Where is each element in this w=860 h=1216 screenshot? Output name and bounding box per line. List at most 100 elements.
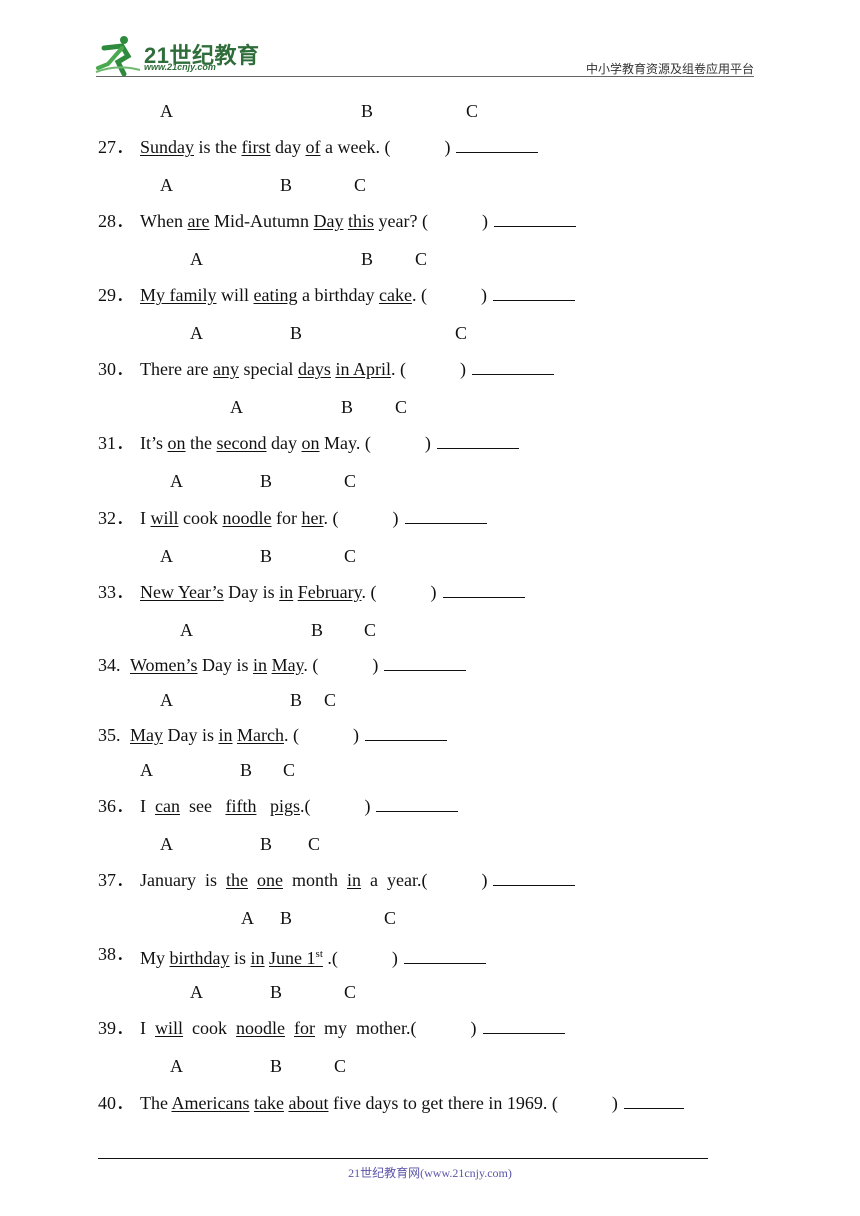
option-b: B <box>260 471 273 491</box>
text-segment: I <box>140 1018 155 1038</box>
option-a: A <box>190 982 203 1002</box>
option-c: C <box>344 471 357 491</box>
text-segment: the <box>185 433 217 453</box>
option-c: C <box>344 546 357 566</box>
text-segment <box>248 870 257 890</box>
underlined-word-a: will <box>150 508 179 528</box>
option-a: A <box>190 323 203 343</box>
question-number: 36． <box>98 796 134 816</box>
question-number: 28． <box>98 211 134 231</box>
underlined-word-b: in <box>253 655 268 675</box>
text-segment: will <box>216 285 254 305</box>
option-b: B <box>341 397 354 417</box>
text-segment: June 1 <box>269 948 316 968</box>
correction-blank[interactable] <box>493 869 576 886</box>
option-b: B <box>361 249 374 269</box>
correction-blank[interactable] <box>384 654 467 671</box>
correction-blank[interactable] <box>623 1092 684 1109</box>
underlined-word-c: about <box>288 1093 329 1113</box>
text-segment: When <box>140 211 188 231</box>
text-segment: The <box>140 1093 172 1113</box>
underlined-word-b: in <box>250 948 265 968</box>
ordinal-suffix: st <box>315 948 323 960</box>
page-header: 21世纪教育 www.21cnjy.com 中小学教育资源及组卷应用平台 <box>0 0 860 80</box>
logo-url: www.21cnjy.com <box>144 62 216 72</box>
text-segment: .( <box>322 948 338 968</box>
correction-blank[interactable] <box>404 507 487 524</box>
option-a: A <box>160 690 173 710</box>
text-segment: Day is <box>163 725 219 745</box>
correction-blank[interactable] <box>403 947 486 964</box>
underlined-word-b: noodle <box>222 508 272 528</box>
option-b: B <box>361 101 374 121</box>
close-paren: ) <box>430 582 437 602</box>
option-c: C <box>344 982 357 1002</box>
close-paren: ) <box>392 508 399 528</box>
correction-blank[interactable] <box>482 1017 565 1034</box>
question-number: 32． <box>98 508 134 528</box>
underlined-word-a: birthday <box>169 948 230 968</box>
text-segment: May. ( <box>319 433 371 453</box>
underlined-word-b: in <box>218 725 233 745</box>
text-segment: see <box>179 796 226 816</box>
correction-blank[interactable] <box>456 136 539 153</box>
underlined-word-c: May <box>271 655 304 675</box>
text-segment: cook <box>178 508 223 528</box>
text-segment: a week. ( <box>320 137 391 157</box>
close-paren: ) <box>391 948 398 968</box>
text-segment <box>285 1018 294 1038</box>
option-c: C <box>364 620 377 640</box>
correction-blank[interactable] <box>492 284 575 301</box>
underlined-word-c: in <box>347 870 362 890</box>
text-segment: Day is <box>197 655 254 675</box>
option-b: B <box>260 834 273 854</box>
close-paren: ) <box>372 655 379 675</box>
option-b: B <box>270 982 283 1002</box>
text-segment: day <box>270 137 306 157</box>
underlined-word-b: noodle <box>236 1018 286 1038</box>
correction-blank[interactable] <box>376 795 459 812</box>
close-paren: ) <box>481 870 488 890</box>
underlined-word-b: one <box>256 870 283 890</box>
option-a: A <box>160 101 173 121</box>
text-segment: There are <box>140 359 213 379</box>
underlined-word-a: May <box>130 725 163 745</box>
footer-divider <box>98 1158 708 1159</box>
question-text: May Day is in March. () <box>130 724 447 746</box>
underlined-word-b: second <box>216 433 267 453</box>
underlined-word-a: Women’s <box>130 655 198 675</box>
text-segment: is the <box>194 137 242 157</box>
underlined-word-b: take <box>253 1093 284 1113</box>
text-segment: . ( <box>361 582 377 602</box>
option-c: C <box>455 323 468 343</box>
text-segment: My <box>140 948 170 968</box>
option-b: B <box>240 760 253 780</box>
underlined-word-a: New Year’s <box>140 582 224 602</box>
text-segment: . ( <box>390 359 406 379</box>
question-number: 39． <box>98 1018 134 1038</box>
question-number: 37． <box>98 870 134 890</box>
question-number: 40． <box>98 1093 134 1113</box>
question-number: 30． <box>98 359 134 379</box>
correction-blank[interactable] <box>493 210 576 227</box>
option-c: C <box>283 760 296 780</box>
correction-blank[interactable] <box>365 724 447 741</box>
option-c: C <box>308 834 321 854</box>
close-paren: ) <box>353 725 359 745</box>
option-c: C <box>384 908 397 928</box>
correction-blank[interactable] <box>436 432 519 449</box>
option-b: B <box>290 323 303 343</box>
text-segment: day <box>266 433 302 453</box>
underlined-word-b: fifth <box>225 796 257 816</box>
text-segment: a birthday <box>297 285 379 305</box>
option-a: A <box>160 546 173 566</box>
option-a: A <box>170 471 183 491</box>
question-text: I will cook noodle for my mother.() <box>140 1017 565 1039</box>
text-segment: cook <box>183 1018 237 1038</box>
question-number: 31． <box>98 433 134 453</box>
correction-blank[interactable] <box>442 581 525 598</box>
close-paren: ) <box>459 359 466 379</box>
correction-blank[interactable] <box>471 358 554 375</box>
option-c: C <box>334 1056 347 1076</box>
underlined-word-b: Day <box>313 211 344 231</box>
